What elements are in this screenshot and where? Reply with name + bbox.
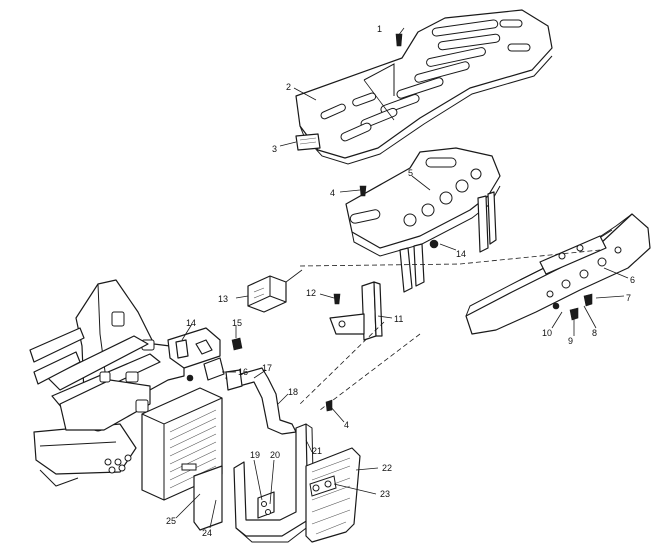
callout-10: 10 (542, 328, 552, 338)
callout-7: 7 (626, 293, 631, 303)
mud-flap (305, 447, 361, 543)
frame-bracket (175, 339, 225, 382)
callout-17: 17 (262, 363, 272, 373)
callout-20: 20 (270, 450, 280, 460)
callout-6: 6 (630, 275, 635, 285)
callout-14b: 14 (186, 318, 196, 328)
callout-14: 14 (456, 249, 466, 259)
support-tube (225, 367, 297, 435)
rack-support-frame (345, 147, 501, 293)
rear-rack (295, 9, 553, 165)
callout-23: 23 (380, 489, 390, 499)
callout-9: 9 (568, 336, 573, 346)
callout-22: 22 (382, 463, 392, 473)
callout-4: 4 (330, 188, 335, 198)
callout-labels: 1 2 3 4 5 14 6 7 8 9 10 12 11 13 14 15 1… (166, 24, 635, 538)
callout-16: 16 (238, 367, 248, 377)
callout-4b: 4 (344, 420, 349, 430)
callout-12: 12 (306, 288, 316, 298)
callout-25: 25 (166, 516, 176, 526)
mount-bracket (329, 281, 383, 341)
callout-24: 24 (202, 528, 212, 538)
callout-1: 1 (377, 24, 382, 34)
rear-bumper (465, 213, 651, 335)
callout-13: 13 (218, 294, 228, 304)
vehicle-frame (29, 279, 221, 487)
callout-11: 11 (394, 314, 403, 324)
callout-19: 19 (250, 450, 260, 460)
callout-18: 18 (288, 387, 298, 397)
callout-2: 2 (286, 82, 291, 92)
callout-3: 3 (272, 144, 277, 154)
tail-light (247, 269, 303, 313)
hitch-frame (193, 423, 315, 543)
callout-5: 5 (408, 168, 413, 178)
hardware (231, 33, 593, 412)
callout-15: 15 (232, 318, 242, 328)
leader-lines (175, 27, 629, 529)
callout-21: 21 (312, 446, 322, 456)
callout-8: 8 (592, 328, 597, 338)
rack-plate (295, 133, 321, 151)
